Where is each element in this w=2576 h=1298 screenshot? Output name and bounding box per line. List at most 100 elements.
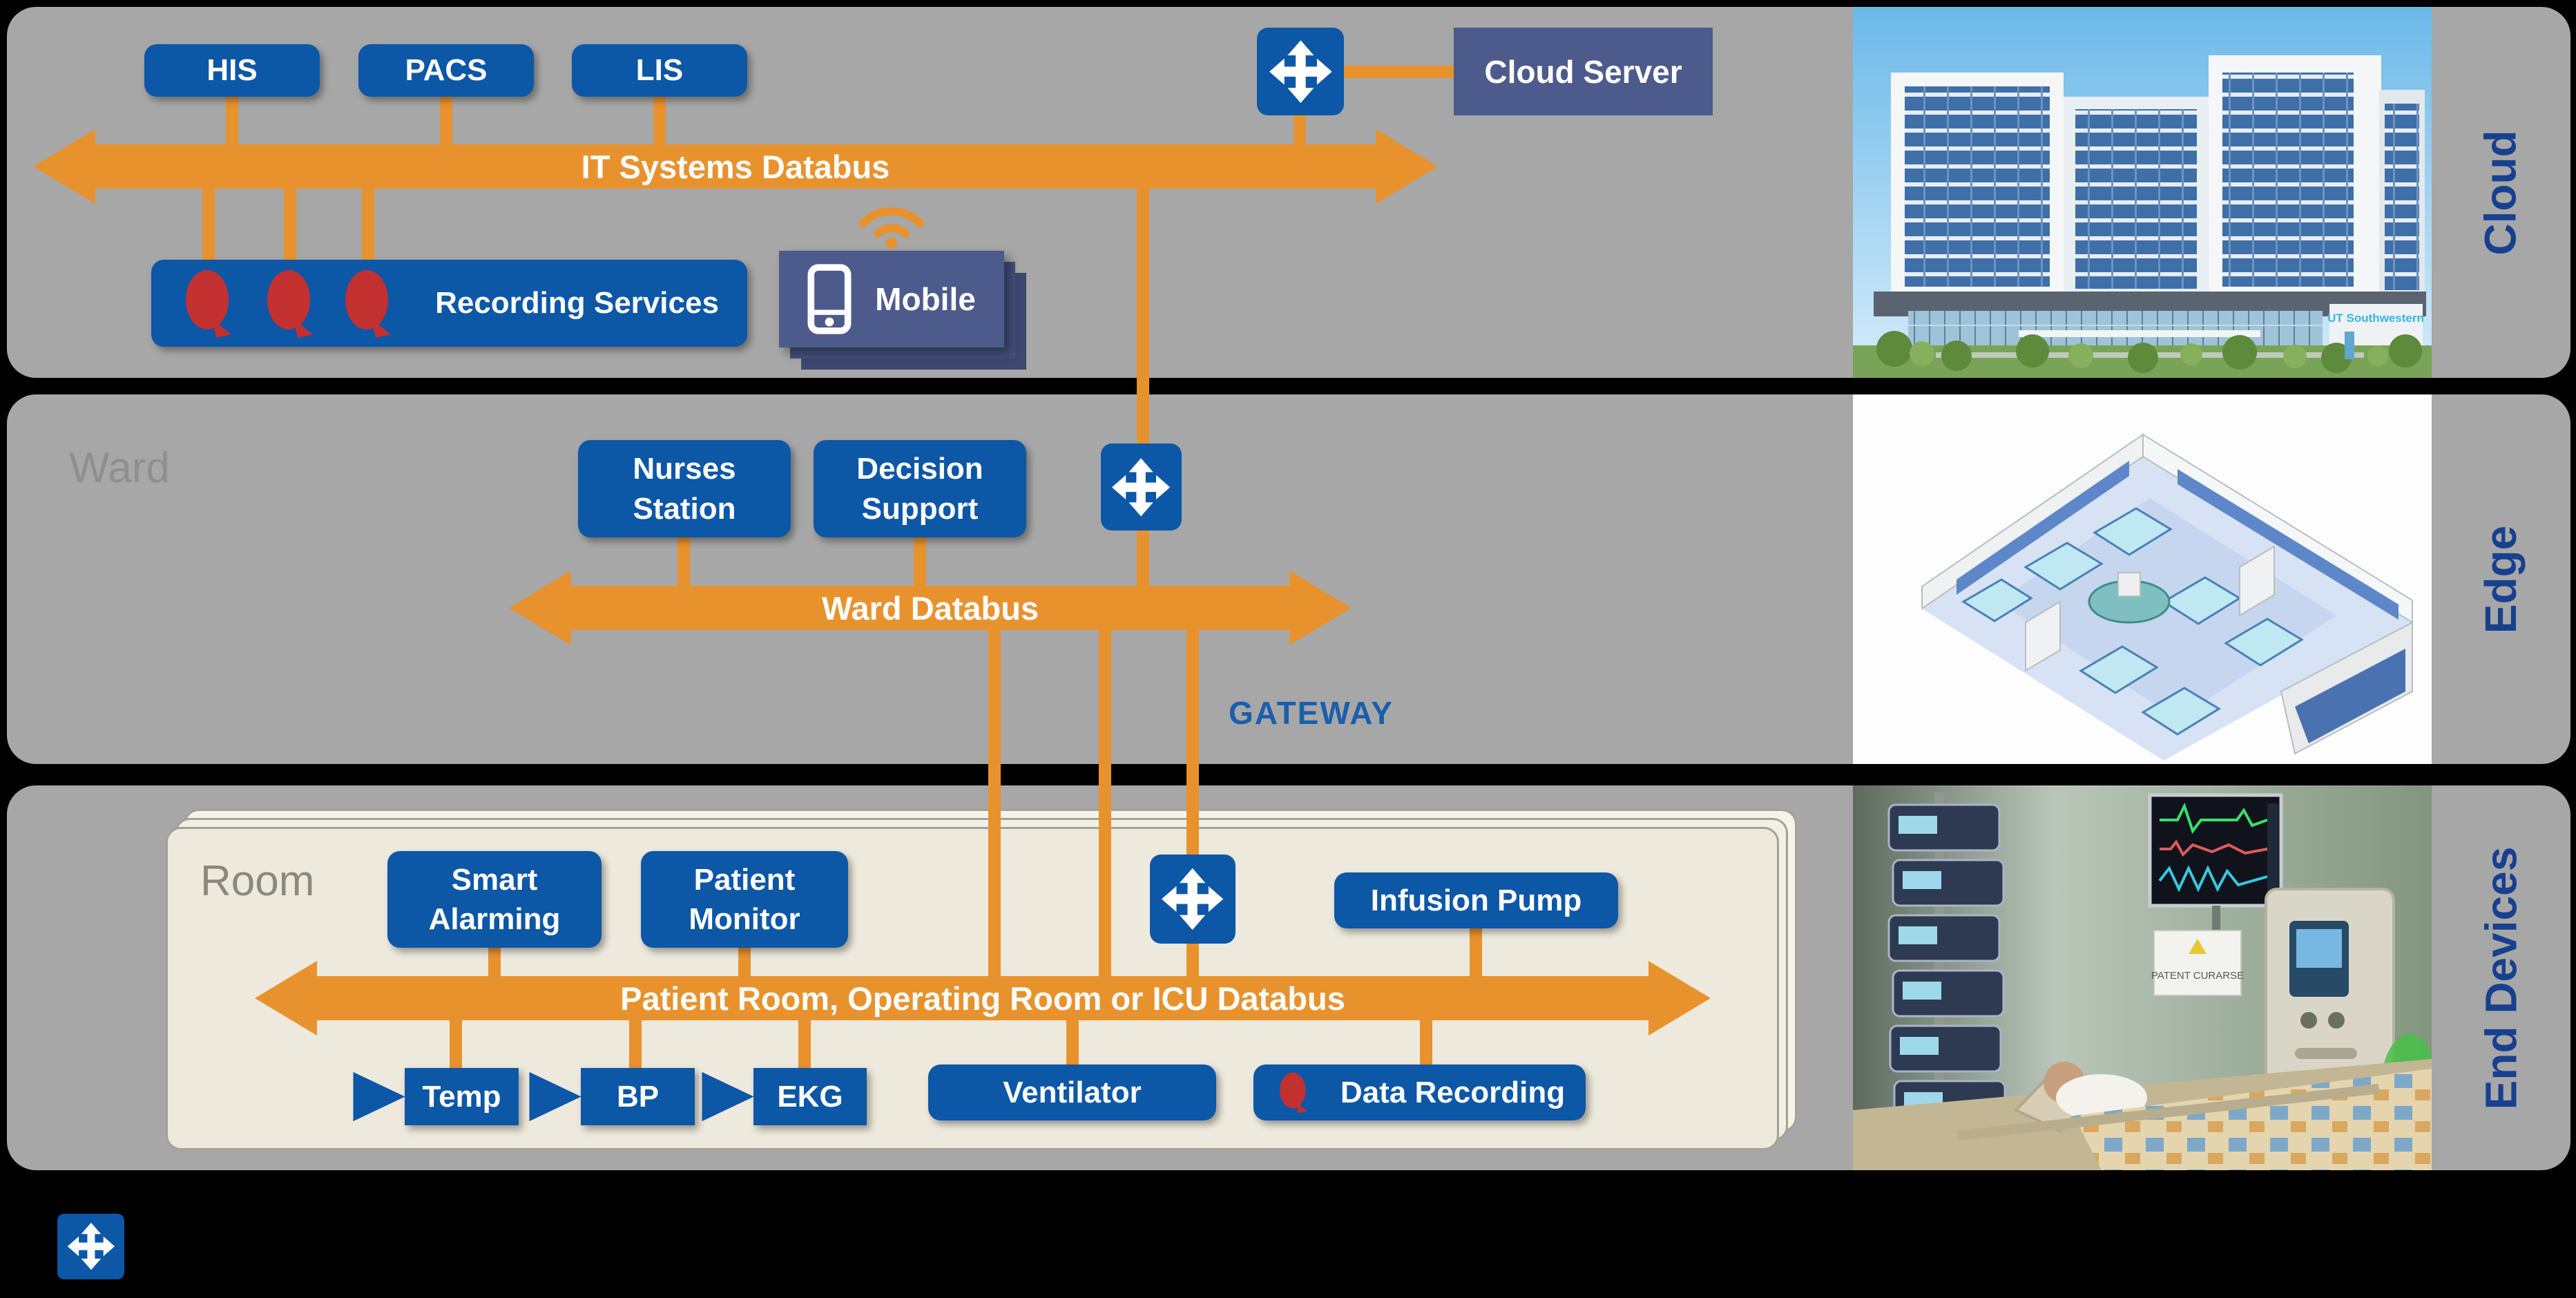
- end-devices-side-label: End Devices: [2432, 785, 2570, 1170]
- trees: [1876, 331, 2422, 373]
- mobile-phone-icon: [807, 264, 852, 334]
- gateway-label: GATEWAY: [1229, 695, 1394, 731]
- node-temp: Temp: [405, 1068, 519, 1125]
- patient-monitor-screen: [2148, 793, 2283, 954]
- it-databus-arrow: [33, 129, 1438, 204]
- legend-router-icon: [57, 1214, 124, 1279]
- node-decision-support-label: Decision Support: [856, 452, 983, 526]
- connector-gateway-drop-1: [988, 630, 1001, 976]
- patient-bed: [1853, 1059, 2432, 1170]
- connector-gateway-roomrouter: [1186, 630, 1199, 855]
- node-data-recording: Data Recording: [1253, 1065, 1586, 1120]
- connector-roombus-datarecording: [1420, 1020, 1432, 1065]
- node-nurses-station-label: Nurses Station: [633, 452, 736, 526]
- node-pacs: PACS: [358, 44, 534, 97]
- cloud-router: [1257, 28, 1344, 115]
- end-devices-side-label-text: End Devices: [2476, 846, 2526, 1109]
- connector-roomrouter-roombus: [1186, 944, 1199, 976]
- node-cloud-server-label: Cloud Server: [1484, 53, 1682, 90]
- node-ventilator: Ventilator: [928, 1065, 1216, 1120]
- cloud-side-label: Cloud: [2432, 7, 2570, 378]
- node-bp-label: BP: [616, 1079, 660, 1114]
- icu-room-image: PATENT CURARSE: [1853, 785, 2432, 1170]
- hospital-building-illustration: UT Southwestern: [1853, 7, 2432, 378]
- connector-lis-bus: [653, 97, 666, 145]
- connector-roombus-ventilator: [1066, 1020, 1079, 1065]
- node-ventilator-label: Ventilator: [1003, 1075, 1142, 1109]
- wifi-icon: [858, 207, 925, 249]
- connector-pacs-bus: [440, 97, 452, 145]
- room-databus-label: Patient Room, Operating Room or ICU Data…: [620, 980, 1345, 1017]
- node-infusion-pump-label: Infusion Pump: [1370, 883, 1582, 917]
- four-way-arrow-icon: [1112, 457, 1171, 517]
- connector-wardrouter-wardbus: [1137, 531, 1149, 587]
- ward-region-label: Ward: [69, 444, 170, 492]
- node-lis: LIS: [572, 44, 747, 97]
- icu-warning-sign: PATENT CURARSE: [2151, 930, 2244, 996]
- node-decision-support: Decision Support: [814, 440, 1026, 537]
- node-mobile: Mobile: [779, 251, 1004, 347]
- icu-sign-text: PATENT CURARSE: [2151, 970, 2244, 982]
- four-way-arrow-icon: [67, 1223, 115, 1270]
- connector-router-bus: [1294, 115, 1306, 146]
- node-temp-label: Temp: [422, 1079, 501, 1114]
- ward-databus-arrow: [509, 571, 1352, 645]
- node-patient-monitor: Patient Monitor: [641, 851, 848, 948]
- ward-databus: Ward Databus: [509, 569, 1352, 647]
- it-systems-databus: IT Systems Databus: [33, 128, 1438, 205]
- hospital-sign-text: UT Southwestern: [2327, 312, 2424, 325]
- node-recording-services: Recording Services: [151, 260, 747, 347]
- connector-nurses-wardbus: [677, 537, 690, 587]
- connector-router-cloudserver: [1344, 66, 1454, 78]
- node-patient-monitor-label: Patient Monitor: [689, 862, 800, 936]
- room-databus-arrow: [255, 961, 1711, 1035]
- hospital-building-image: UT Southwestern: [1853, 7, 2432, 378]
- connector-infusionpump-roombus: [1470, 928, 1482, 977]
- node-infusion-pump: Infusion Pump: [1334, 872, 1618, 928]
- recording-icon: [345, 270, 391, 338]
- node-mobile-label: Mobile: [875, 281, 976, 317]
- edge-side-label-text: Edge: [2476, 525, 2526, 633]
- room-region-label: Room: [200, 857, 315, 905]
- connector-gateway-drop-2: [1099, 630, 1111, 976]
- ward-floorplan-illustration: [1853, 394, 2432, 764]
- four-way-arrow-icon: [1162, 868, 1224, 930]
- icu-room-illustration: PATENT CURARSE: [1853, 785, 2432, 1170]
- node-ekg-label: EKG: [777, 1079, 843, 1114]
- connector-decision-wardbus: [914, 537, 926, 587]
- recording-icon: [267, 270, 313, 338]
- ward-databus-label: Ward Databus: [821, 589, 1039, 627]
- node-nurses-station: Nurses Station: [578, 440, 791, 537]
- node-recording-services-label: Recording Services: [435, 286, 719, 321]
- ward-beds: [1961, 507, 2304, 736]
- node-data-recording-label: Data Recording: [1340, 1075, 1566, 1109]
- room-router: [1150, 855, 1236, 944]
- connector-smartalarming-roombus: [488, 948, 501, 978]
- recording-icon: [1280, 1072, 1307, 1114]
- edge-side-label: Edge: [2432, 394, 2570, 764]
- room-databus: Patient Room, Operating Room or ICU Data…: [255, 960, 1711, 1037]
- node-his-label: HIS: [206, 53, 258, 88]
- ventilator-machine: [2265, 888, 2395, 1105]
- recording-icon: [186, 270, 231, 338]
- sensor-icon: [529, 1071, 581, 1122]
- node-pacs-label: PACS: [405, 53, 488, 88]
- ward-floorplan-image: [1853, 394, 2432, 764]
- four-way-arrow-icon: [1269, 40, 1332, 103]
- node-smart-alarming: Smart Alarming: [387, 851, 602, 948]
- node-bp: BP: [581, 1068, 695, 1125]
- connector-his-bus: [226, 97, 238, 145]
- sensor-icon: [702, 1071, 754, 1122]
- cloud-side-label-text: Cloud: [2476, 129, 2526, 256]
- connector-itbus-wardrouter: [1137, 188, 1149, 445]
- ward-router: [1101, 443, 1182, 531]
- it-databus-label: IT Systems Databus: [581, 148, 890, 185]
- connector-roombus-bp: [629, 1020, 642, 1069]
- sensor-icon: [353, 1071, 405, 1122]
- connector-roombus-ekg: [798, 1020, 811, 1069]
- node-lis-label: LIS: [635, 53, 684, 88]
- connector-patientmonitor-roombus: [738, 948, 751, 978]
- node-his: HIS: [144, 44, 320, 97]
- node-ekg: EKG: [753, 1068, 867, 1125]
